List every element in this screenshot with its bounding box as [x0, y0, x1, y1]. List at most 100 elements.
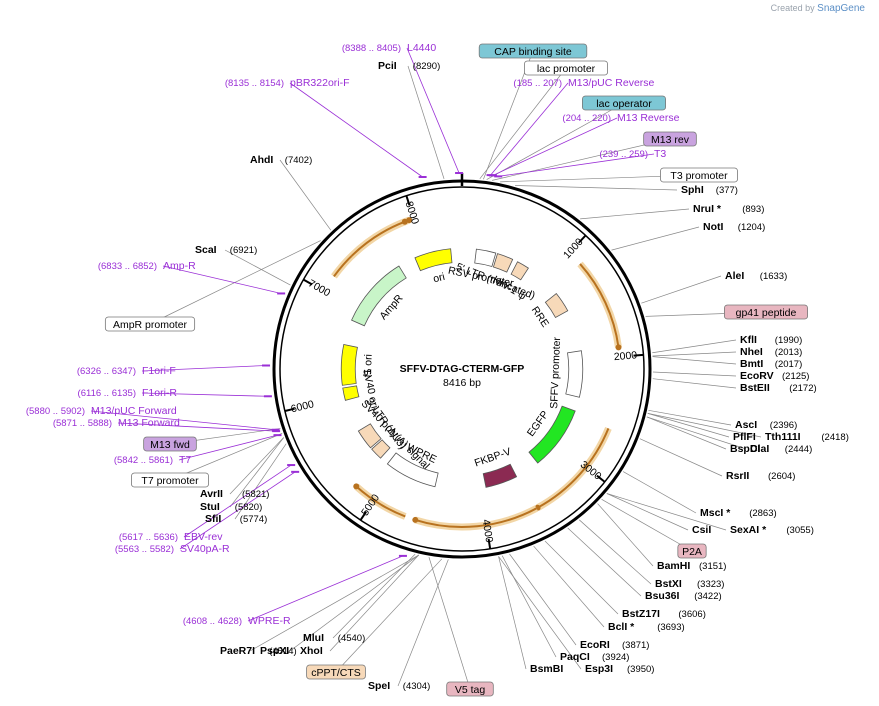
restriction-site-label: CsiI — [692, 524, 711, 536]
restriction-site-position: (5820) — [235, 502, 262, 513]
orf-arrowhead — [615, 344, 622, 351]
primer-label: F1ori-F — [142, 365, 176, 377]
restriction-site-position: (3606) — [678, 609, 705, 620]
feature-box-label: AmpR promoter — [113, 319, 188, 331]
restriction-site-position: (3422) — [694, 591, 721, 602]
site-leader — [622, 471, 697, 514]
restriction-site-position: (2444) — [785, 444, 812, 455]
restriction-site-position: (2013) — [775, 347, 802, 358]
restriction-site-position: (2017) — [775, 359, 802, 370]
feature-arc — [351, 265, 407, 327]
restriction-site-position: (1204) — [738, 222, 765, 233]
site-leader — [606, 493, 689, 531]
restriction-site-label: ClaI — [750, 443, 769, 455]
primer-range: (5563 .. 5582) — [115, 544, 174, 555]
primer-range: (6326 .. 6347) — [77, 366, 136, 377]
restriction-site-position: (377) — [716, 185, 738, 196]
primer-range: (5871 .. 5888) — [53, 418, 112, 429]
site-leader — [646, 416, 727, 450]
primer-leader — [183, 464, 292, 538]
orf-arc-halo — [349, 218, 407, 259]
restriction-site-label: NotI — [703, 221, 723, 233]
primer-range: (6116 .. 6135) — [78, 388, 136, 399]
plasmid-name: SFFV-DTAG-CTERM-GFP — [400, 363, 525, 375]
restriction-site-position: (4304) — [403, 681, 430, 692]
restriction-site-position: (3950) — [627, 664, 654, 675]
restriction-site-position: (5774) — [240, 514, 267, 525]
restriction-site-position: (3323) — [697, 579, 724, 590]
restriction-site-label: SpeI — [368, 680, 390, 692]
primer-range: (4608 .. 4628) — [183, 616, 242, 627]
restriction-site-label: NheI — [740, 346, 763, 358]
feature-box-label: P2A — [682, 546, 702, 558]
feature-box — [677, 543, 707, 559]
tick-mark — [596, 474, 606, 483]
feature-arc — [357, 423, 382, 449]
site-leader — [501, 555, 557, 658]
restriction-site-label: AvrII — [200, 488, 223, 500]
primer-range: (5842 .. 5861) — [114, 455, 173, 466]
restriction-site-position: (5821) — [242, 489, 269, 500]
feature-label: ori — [432, 271, 446, 285]
feature-arc — [371, 439, 391, 459]
feature-box — [131, 472, 209, 488]
feature-box — [143, 436, 197, 452]
feature-box-label: CAP binding site — [494, 46, 572, 58]
restriction-site-position: (3871) — [622, 640, 649, 651]
restriction-site-label: AhdI — [250, 154, 273, 166]
site-leader — [646, 416, 747, 450]
restriction-site-label: Bsu36I — [645, 590, 680, 602]
site-leader — [498, 556, 582, 670]
restriction-site-label: SphI — [681, 184, 704, 196]
feature-box-label: M13 rev — [651, 134, 690, 146]
site-leader — [224, 249, 291, 286]
orf-arrowhead — [412, 516, 419, 523]
leader-lines — [90, 47, 767, 690]
tick-mark — [302, 278, 313, 286]
primer-range: (8388 .. 8405) — [342, 43, 401, 54]
primer-leader — [117, 422, 277, 432]
restriction-site-label: BspDI — [730, 443, 760, 455]
watermark-prefix: Created by — [770, 3, 815, 13]
primer-leader — [490, 82, 569, 176]
feature-arc — [482, 463, 518, 488]
restriction-site-label: AleI — [725, 270, 744, 282]
restriction-site-position: (6921) — [230, 245, 257, 256]
site-leader — [647, 413, 730, 438]
feature-box — [478, 43, 588, 59]
site-leader — [229, 437, 284, 495]
orf-arrowhead — [401, 218, 408, 225]
site-leader — [515, 185, 678, 191]
primer-leader — [492, 117, 618, 176]
backbone-inner — [279, 186, 645, 552]
primer-leader — [247, 555, 404, 622]
restriction-site-position: (2396) — [770, 420, 797, 431]
primer-leader — [179, 471, 296, 550]
feature-arc — [342, 385, 360, 401]
restriction-site-label: PflFI — [733, 431, 756, 443]
primer-leader — [406, 47, 460, 174]
primer-range: (185 .. 207) — [513, 78, 562, 89]
primer-range: (8135 .. 8154) — [225, 78, 284, 89]
restriction-site-label: PaeR7I — [220, 645, 255, 657]
site-leader — [329, 554, 420, 652]
site-leader — [597, 503, 654, 567]
primer-range: (5880 .. 5902) — [26, 406, 85, 417]
restriction-site-position: (2418) — [821, 432, 848, 443]
primer-label: F1ori-R — [142, 387, 177, 399]
primer-label: M13 Forward — [118, 417, 180, 429]
site-leader — [567, 527, 642, 597]
restriction-site-label: KflI — [740, 334, 757, 346]
feature-box-label: M13 fwd — [150, 439, 190, 451]
site-leader — [289, 554, 419, 652]
restriction-site-position: (1633) — [760, 271, 787, 282]
feature-arc — [474, 248, 497, 268]
feature-leader — [428, 557, 471, 690]
site-leader — [580, 208, 690, 220]
site-leader — [652, 351, 737, 357]
feature-arc — [340, 343, 358, 386]
primer-leader — [289, 82, 423, 178]
feature-arc — [510, 261, 529, 281]
site-leader — [652, 378, 737, 389]
